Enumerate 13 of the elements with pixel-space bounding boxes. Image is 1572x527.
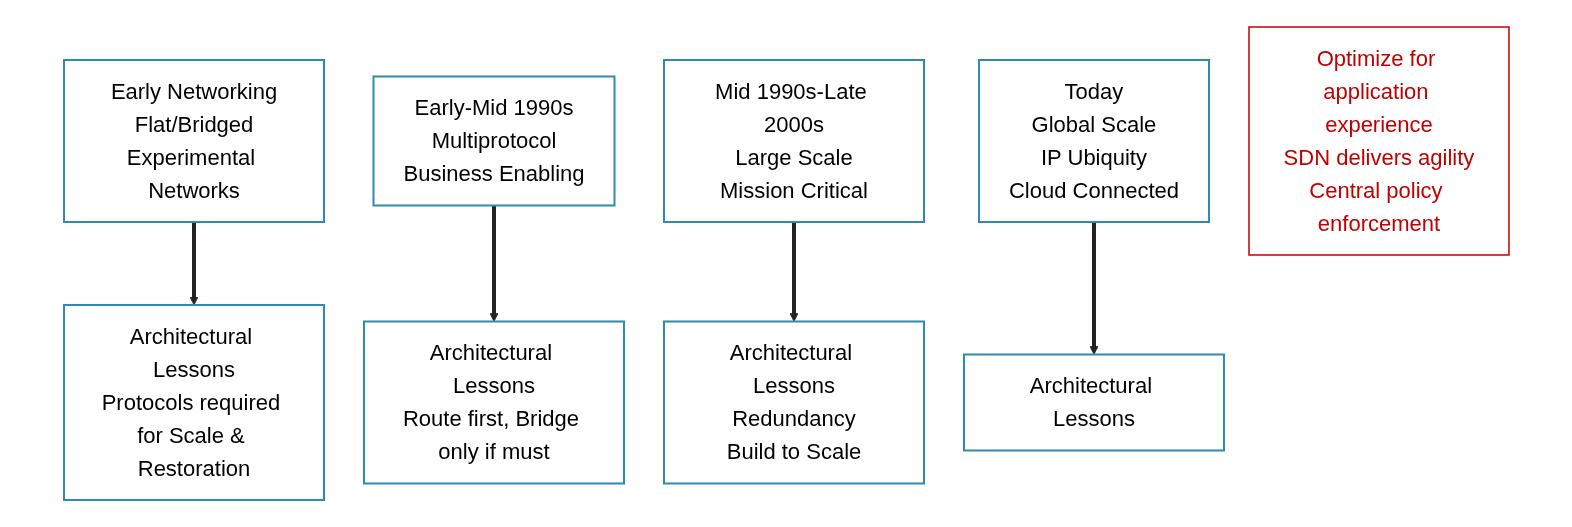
node-box: Early Networking Flat/Bridged Experimental Networks	[62, 59, 325, 223]
node-box: Architectural Lessons Redundancy Build to Scale	[662, 320, 925, 485]
node-box: Mid 1990s-Late 2000s Large Scale Mission Critical	[662, 59, 925, 223]
node-box: Today Global Scale IP Ubiquity Cloud Connected	[977, 59, 1210, 223]
node-box: Architectural Lessons Route first, Bridge only if must	[362, 320, 625, 485]
node-box: Optimize for application experience SDN delivers agility Central policy enforcement	[1247, 26, 1510, 256]
arrow	[1089, 222, 1098, 355]
node-box: Early-Mid 1990s Multiprotocol Business Enabling	[372, 75, 615, 207]
node-box: Architectural Lessons	[962, 353, 1225, 452]
arrow	[489, 205, 498, 322]
arrow	[789, 222, 798, 322]
node-box: Architectural Lessons Protocols required for Scale & Restoration	[62, 304, 325, 501]
arrow	[189, 222, 198, 306]
